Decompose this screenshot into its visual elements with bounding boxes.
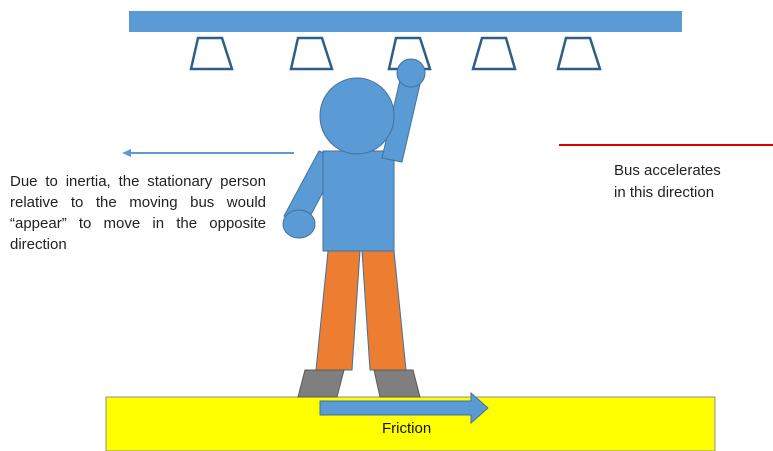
torso — [323, 151, 394, 251]
hanging-handles — [191, 38, 600, 69]
hanging-handle-icon — [558, 38, 600, 69]
hanging-handle-icon — [191, 38, 232, 69]
right-leg — [362, 251, 406, 370]
acceleration-note-line1: Bus accelerates — [614, 160, 764, 182]
inertia-note: Due to inertia, the stationary person re… — [10, 171, 266, 255]
inertia-arrow — [122, 149, 294, 157]
hanging-handle-icon — [291, 38, 332, 69]
acceleration-note: Bus accelerates in this direction — [614, 160, 764, 204]
standing-person-figure — [283, 59, 425, 397]
left-leg — [316, 251, 360, 370]
friction-label: Friction — [382, 420, 431, 437]
overhead-rail — [129, 11, 682, 32]
left-shoe — [298, 370, 344, 397]
acceleration-note-line2: in this direction — [614, 182, 764, 204]
right-hand — [397, 59, 425, 87]
head — [320, 78, 394, 154]
left-hand — [283, 210, 315, 238]
right-shoe — [374, 370, 420, 397]
hanging-handle-icon — [473, 38, 515, 69]
